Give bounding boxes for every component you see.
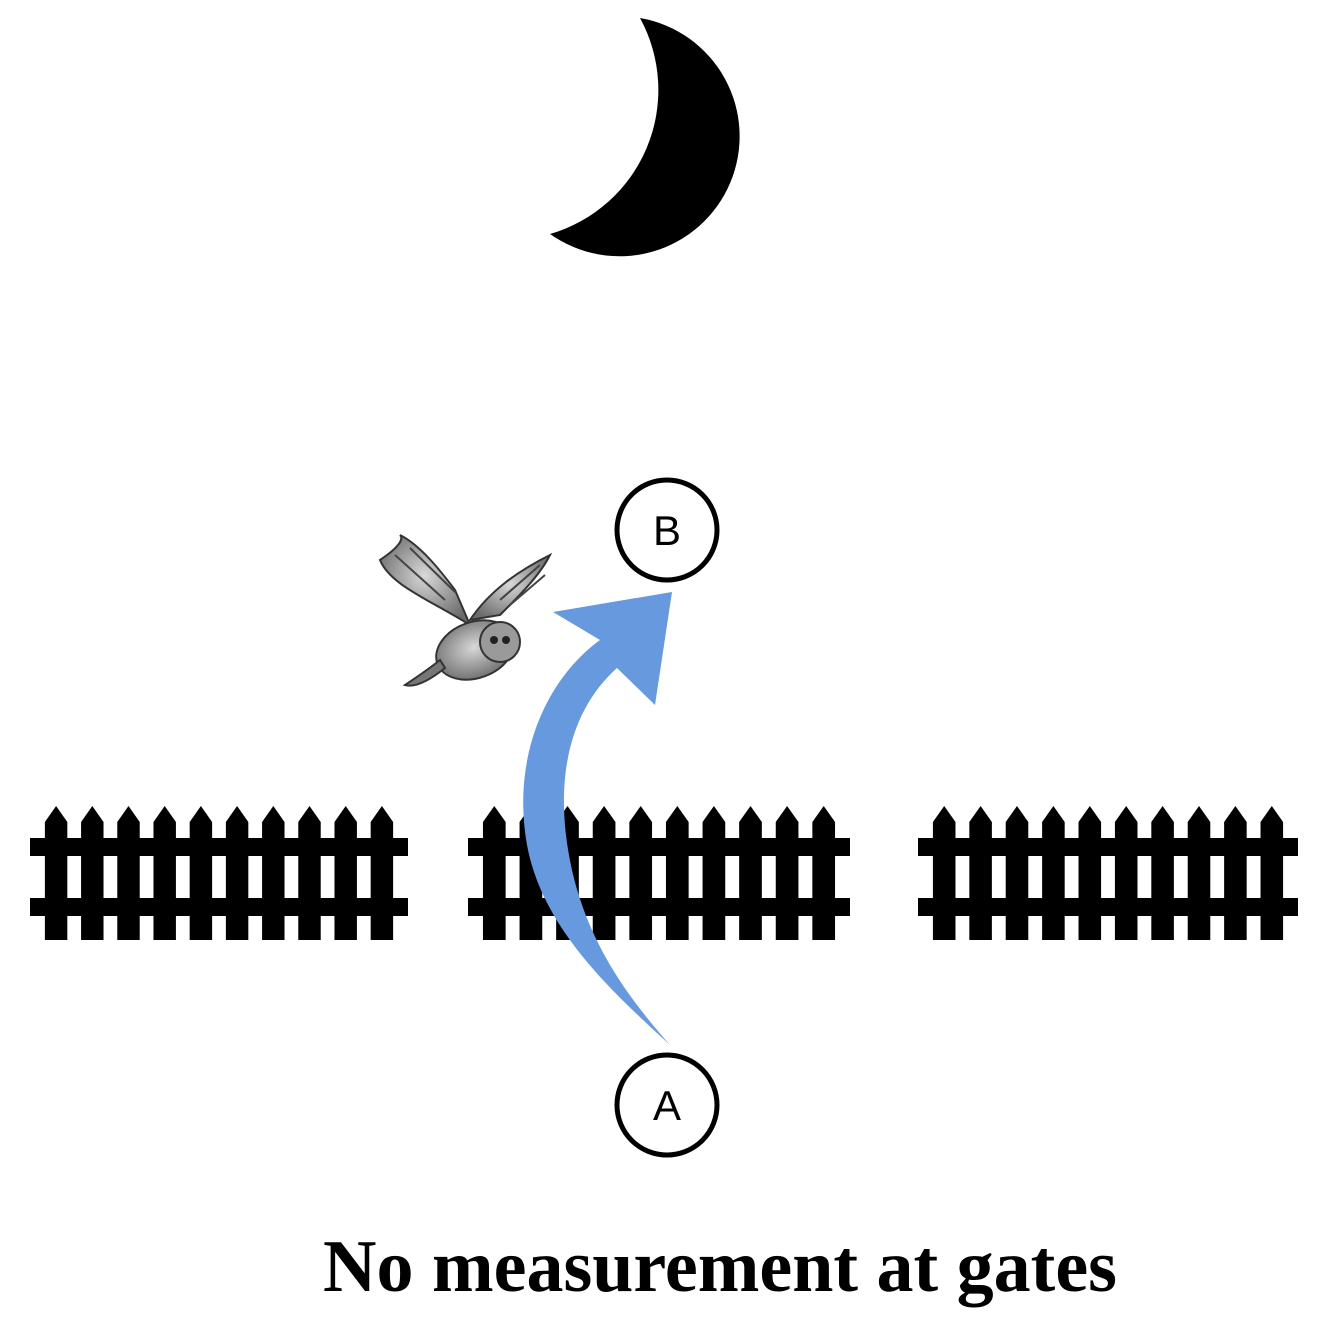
node-a-label: A	[653, 1082, 681, 1129]
path-arrow	[523, 592, 672, 1045]
node-b-label: B	[653, 507, 681, 554]
node-a: A	[614, 1052, 720, 1158]
fence-icon	[30, 806, 1298, 940]
fence-section	[30, 806, 408, 940]
fence-section	[918, 806, 1298, 940]
caption: No measurement at gates	[323, 1226, 1117, 1308]
owl-icon	[378, 534, 553, 687]
moon-icon	[550, 18, 740, 257]
node-b: B	[614, 477, 720, 583]
